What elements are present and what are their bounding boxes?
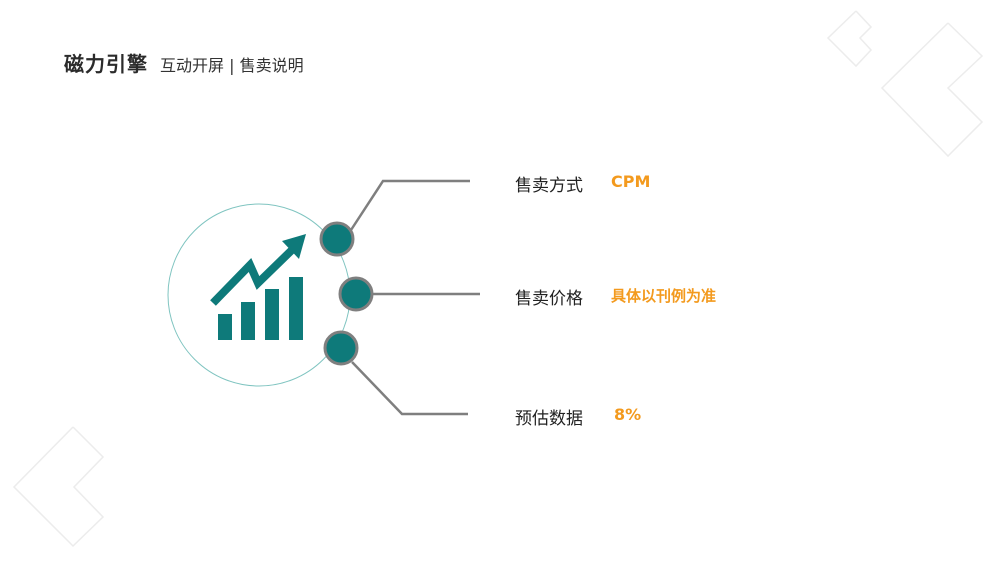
item-label-estimate: 预估数据 <box>515 409 583 429</box>
item-value-sale-price: 具体以刊例为准 <box>611 287 717 305</box>
item-value-sale-method: CPM <box>611 172 651 191</box>
chevron-decoration-bottom-left <box>12 426 105 548</box>
item-label-sale-price: 售卖价格 <box>515 289 583 309</box>
node-dot-2 <box>338 276 374 312</box>
item-label-sale-method: 售卖方式 <box>515 176 583 196</box>
connector-lines <box>349 179 480 416</box>
node-dot-3 <box>323 330 359 366</box>
chevron-decoration-top-right <box>826 10 984 158</box>
node-dots <box>319 221 374 366</box>
node-dot-1 <box>319 221 355 257</box>
page-header: 磁力引擎 互动开屏 | 售卖说明 <box>64 48 304 77</box>
page-title: 磁力引擎 <box>64 52 148 76</box>
growth-chart-icon <box>210 234 306 340</box>
item-value-estimate: 8% <box>614 405 642 424</box>
page-subtitle: 互动开屏 | 售卖说明 <box>160 56 304 75</box>
